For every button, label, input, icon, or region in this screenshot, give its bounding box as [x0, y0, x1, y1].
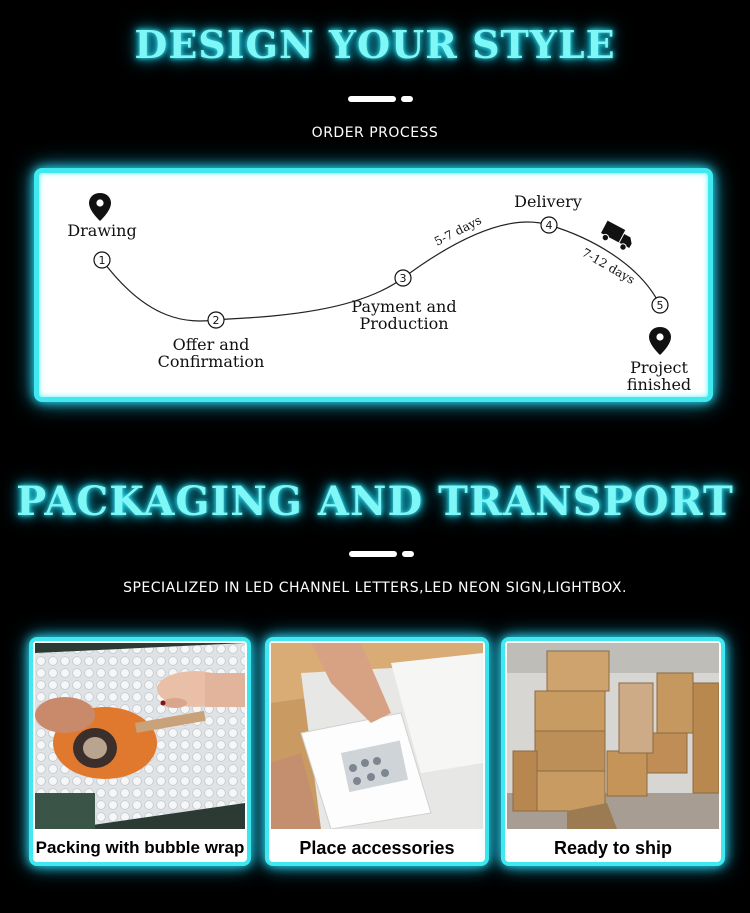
step-3-label-line2: Production — [359, 314, 448, 333]
step-3-marker: 3 — [394, 269, 412, 287]
design-your-style-title: DESIGN YOUR STYLE — [134, 22, 616, 67]
order-process-panel: Drawing 1 2 3 4 5 Offer and Confirmation… — [34, 168, 713, 402]
step-2-label-line2: Confirmation — [158, 352, 265, 371]
step-5-label-line2: finished — [627, 375, 691, 394]
svg-text:1: 1 — [99, 254, 106, 267]
map-pin-icon — [89, 193, 111, 221]
svg-text:3: 3 — [400, 272, 407, 285]
specialization-subtitle: SPECIALIZED IN LED CHANNEL LETTERS,LED N… — [123, 580, 627, 596]
place-accessories-card: Place accessories — [265, 637, 489, 866]
ready-to-ship-card: Ready to ship — [501, 637, 725, 866]
title-underline-short — [401, 96, 413, 102]
step-4-marker: 4 — [540, 216, 558, 234]
packaging-and-transport-title: PACKAGING AND TRANSPORT — [16, 478, 734, 525]
packing-bubble-wrap-card: Packing with bubble wrap — [29, 637, 251, 866]
cardboard-boxes-photo — [507, 643, 719, 829]
title-underline-short — [402, 551, 414, 557]
accessories-photo — [271, 643, 483, 829]
step-2-marker: 2 — [207, 311, 225, 329]
title-underline-long — [349, 551, 397, 557]
step-4-label: Delivery — [514, 192, 582, 211]
step-5-marker: 5 — [651, 296, 669, 314]
map-pin-icon — [649, 327, 671, 355]
order-process-diagram: Drawing 1 2 3 4 5 Offer and Confirmation… — [67, 192, 691, 394]
svg-text:4: 4 — [546, 219, 553, 232]
order-process-subtitle: ORDER PROCESS — [311, 125, 439, 141]
ready-to-ship-caption: Ready to ship — [553, 838, 673, 858]
title-underline-long — [348, 96, 396, 102]
delivery-truck-icon — [600, 220, 632, 251]
step-1-label: Drawing — [67, 221, 136, 240]
step-2-label-line1: Offer and — [173, 335, 250, 354]
bubble-wrap-photo — [35, 643, 245, 829]
svg-text:2: 2 — [213, 314, 220, 327]
step-5-label-line1: Project — [630, 358, 688, 377]
svg-text:5: 5 — [657, 299, 664, 312]
step-1-marker: 1 — [93, 251, 111, 269]
place-accessories-caption: Place accessories — [299, 838, 455, 858]
packing-bubble-wrap-caption: Packing with bubble wrap — [35, 838, 245, 857]
step-3-label-line1: Payment and — [351, 297, 456, 316]
